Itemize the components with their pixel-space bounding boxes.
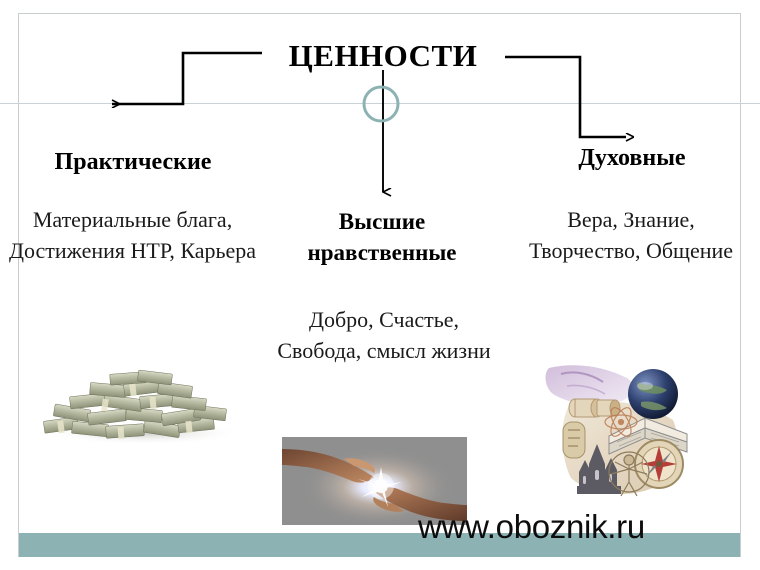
watermark-url: www.oboznik.ru (418, 508, 645, 545)
page-title: ЦЕННОСТИ (288, 38, 478, 73)
column-items-spiritual: Вера, Знание, Творчество, Общение (528, 207, 734, 263)
knowledge-collage-image (541, 360, 696, 510)
money-pile-image (26, 363, 250, 443)
column-items-practical: Материальные блага, Достижения НТР, Карь… (8, 207, 257, 263)
two-hands-light-image (282, 437, 467, 525)
column-heading-practical: Практические (54, 149, 212, 175)
column-items-moral: Добро, Счастье, Свобода, смысл жизни (277, 307, 491, 363)
footer-accent-band (19, 533, 740, 557)
horizontal-divider-line (0, 103, 760, 104)
column-heading-moral: Высшие нравственные (307, 209, 457, 265)
column-heading-spiritual: Духовные (578, 145, 686, 171)
